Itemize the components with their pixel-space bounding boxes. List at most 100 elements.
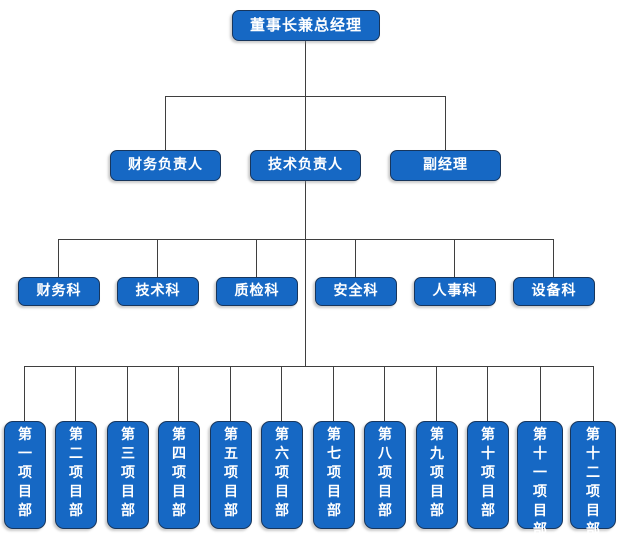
node-label-char: 目	[586, 503, 600, 520]
connector-level4-drop-5	[230, 366, 231, 422]
node-label: 第四项目部	[159, 426, 199, 521]
node-project-11[interactable]: 第十一项目部	[517, 421, 563, 538]
node-label: 第九项目部	[417, 426, 457, 521]
node-label-char: 第	[172, 427, 186, 443]
connector-level3-drop-3	[256, 239, 257, 277]
connector-level3-bus	[58, 239, 554, 240]
connector-level4-drop-11	[540, 366, 541, 422]
node-label-char: 项	[224, 465, 238, 482]
node-tech-dept[interactable]: 技术科	[117, 277, 199, 306]
node-label-char: 三	[121, 446, 135, 463]
node-project-8[interactable]: 第八项目部	[364, 421, 406, 529]
node-label-char: 部	[430, 503, 444, 520]
node-label: 第十二项目部	[571, 426, 615, 540]
node-label-char: 目	[327, 484, 341, 501]
node-deputy-manager[interactable]: 副经理	[390, 150, 501, 181]
connector-tech-stem	[305, 181, 306, 366]
node-safety-dept[interactable]: 安全科	[315, 277, 397, 306]
node-project-10[interactable]: 第十项目部	[467, 421, 509, 529]
node-label-char: 第	[224, 427, 238, 443]
node-label-char: 项	[481, 465, 495, 482]
node-label-char: 目	[224, 484, 238, 501]
connector-level4-drop-2	[75, 366, 76, 422]
node-label-char: 项	[533, 484, 547, 501]
node-label-char: 项	[327, 465, 341, 482]
connector-level4-drop-4	[178, 366, 179, 422]
node-label-char: 目	[533, 503, 547, 520]
node-label: 技术负责人	[268, 157, 343, 174]
node-project-1[interactable]: 第一项目部	[4, 421, 46, 529]
connector-level3-drop-4	[355, 239, 356, 277]
node-label-char: 第	[18, 427, 32, 443]
node-label-char: 五	[224, 446, 238, 463]
node-label-char: 项	[69, 465, 83, 482]
node-label-char: 目	[69, 484, 83, 501]
node-label-char: 第	[327, 427, 341, 443]
node-project-2[interactable]: 第二项目部	[55, 421, 97, 529]
node-finance-dept[interactable]: 财务科	[18, 277, 100, 306]
connector-level3-drop-6	[553, 239, 554, 277]
connector-level4-drop-1	[24, 366, 25, 422]
connector-level4-bus	[24, 366, 593, 367]
node-label-char: 项	[275, 465, 289, 482]
node-label-char: 项	[586, 484, 600, 501]
node-label-char: 部	[121, 503, 135, 520]
node-label-char: 八	[378, 446, 392, 463]
node-label-char: 部	[533, 522, 547, 539]
node-label: 第八项目部	[365, 426, 405, 521]
node-label: 副经理	[423, 157, 468, 174]
node-label: 第七项目部	[314, 426, 354, 521]
node-label-char: 第	[586, 427, 600, 443]
connector-level4-drop-10	[487, 366, 488, 422]
node-chairman[interactable]: 董事长兼总经理	[232, 10, 380, 41]
node-label: 第三项目部	[108, 426, 148, 521]
node-label: 第六项目部	[262, 426, 302, 521]
node-label: 董事长兼总经理	[249, 15, 362, 34]
node-label: 技术科	[135, 283, 181, 300]
node-label: 人事科	[432, 283, 478, 300]
node-label: 第五项目部	[211, 426, 251, 521]
node-project-4[interactable]: 第四项目部	[158, 421, 200, 529]
connector-level4-drop-3	[127, 366, 128, 422]
node-label-char: 四	[172, 446, 186, 463]
node-label-char: 目	[172, 484, 186, 501]
node-project-7[interactable]: 第七项目部	[313, 421, 355, 529]
node-project-3[interactable]: 第三项目部	[107, 421, 149, 529]
node-label-char: 第	[275, 427, 289, 443]
connector-level4-drop-6	[281, 366, 282, 422]
node-project-12[interactable]: 第十二项目部	[570, 421, 616, 538]
node-label-char: 目	[18, 484, 32, 501]
node-finance-head[interactable]: 财务负责人	[110, 150, 221, 181]
node-label-char: 九	[430, 446, 444, 463]
node-label-char: 项	[378, 465, 392, 482]
node-label-char: 目	[121, 484, 135, 501]
node-label-char: 第	[533, 427, 547, 443]
node-label: 第十一项目部	[518, 426, 562, 540]
node-tech-head[interactable]: 技术负责人	[250, 150, 361, 181]
node-label-char: 十	[481, 446, 495, 463]
node-label-char: 项	[172, 465, 186, 482]
connector-level4-drop-8	[384, 366, 385, 422]
node-label-char: 第	[481, 427, 495, 443]
node-label-char: 第	[69, 427, 83, 443]
node-label-char: 第	[378, 427, 392, 443]
node-label: 财务负责人	[128, 157, 203, 174]
node-label-char: 部	[481, 503, 495, 520]
connector-level2-bus	[165, 96, 446, 97]
node-label-char: 第	[430, 427, 444, 443]
connector-level4-drop-7	[333, 366, 334, 422]
node-qc-dept[interactable]: 质检科	[216, 277, 298, 306]
node-label: 第一项目部	[5, 426, 45, 521]
node-label: 安全科	[333, 283, 379, 300]
node-project-9[interactable]: 第九项目部	[416, 421, 458, 529]
node-project-6[interactable]: 第六项目部	[261, 421, 303, 529]
node-project-5[interactable]: 第五项目部	[210, 421, 252, 529]
node-label-char: 部	[69, 503, 83, 520]
node-label: 第十项目部	[468, 426, 508, 521]
node-label-char: 项	[121, 465, 135, 482]
node-hr-dept[interactable]: 人事科	[414, 277, 496, 306]
node-equip-dept[interactable]: 设备科	[513, 277, 595, 306]
node-label-char: 一	[533, 465, 547, 482]
connector-level4-drop-9	[436, 366, 437, 422]
